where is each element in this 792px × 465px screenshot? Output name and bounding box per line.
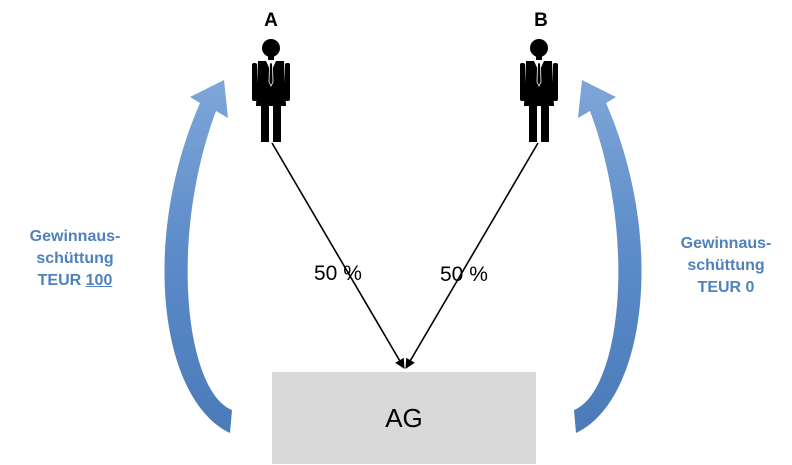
distribution-right-line2: schüttung	[687, 257, 765, 274]
left-distribution-arrow	[164, 80, 232, 433]
distribution-left: Gewinnaus- schüttung TEUR 100	[0, 226, 150, 292]
share-a-label: 50 %	[314, 262, 362, 285]
ownership-line-a	[271, 142, 405, 369]
distribution-left-amount: 100	[85, 272, 113, 289]
distribution-left-prefix: TEUR	[37, 272, 86, 289]
share-b-label: 50 %	[440, 263, 488, 286]
businessman-icon	[520, 39, 558, 142]
distribution-left-line3: TEUR 100	[0, 270, 150, 292]
distribution-right-prefix: TEUR 0	[697, 279, 755, 296]
company-box: AG	[272, 372, 536, 464]
person-a-label: A	[264, 10, 278, 31]
company-label: AG	[385, 402, 423, 433]
distribution-right-line1: Gewinnaus-	[680, 235, 772, 252]
distribution-right: Gewinnaus- schüttung TEUR 0	[651, 233, 792, 299]
distribution-left-line1: Gewinnaus-	[29, 228, 121, 245]
distribution-right-line3: TEUR 0	[651, 277, 792, 299]
businessman-icon	[252, 39, 290, 142]
ownership-line-b	[405, 142, 539, 369]
right-distribution-arrow	[574, 80, 642, 433]
person-b-label: B	[534, 10, 548, 31]
distribution-left-line2: schüttung	[36, 250, 114, 267]
